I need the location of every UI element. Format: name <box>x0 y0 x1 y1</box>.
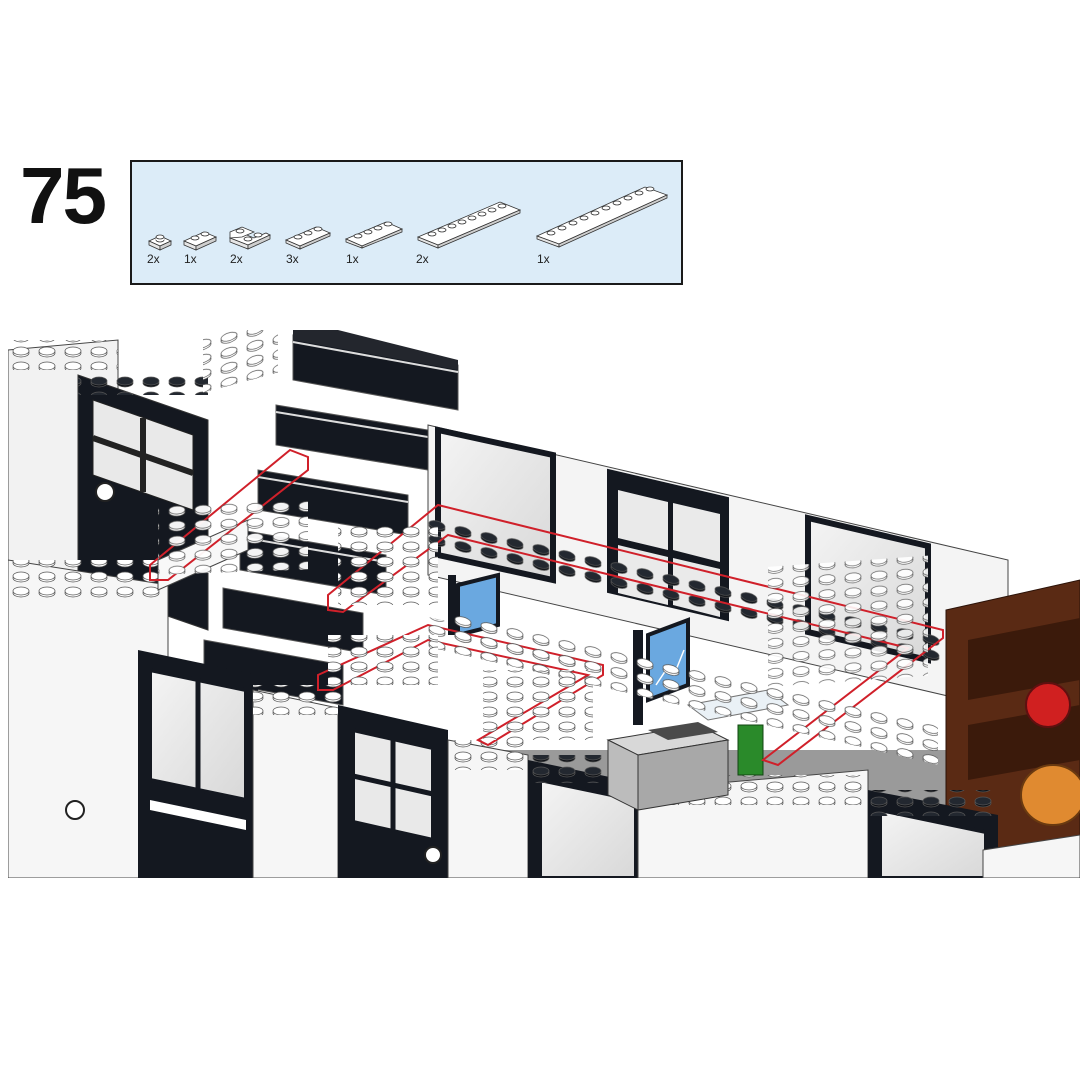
part-qty: 1x <box>537 252 550 266</box>
part-qty: 2x <box>147 252 160 266</box>
parts-list-panel: 2x 1x 2x <box>130 160 683 285</box>
new-plate-studs <box>158 499 938 765</box>
part-qty: 1x <box>346 252 359 266</box>
part-qty: 2x <box>416 252 429 266</box>
part-qty: 1x <box>184 252 197 266</box>
plate-1x2-icon <box>182 228 218 252</box>
plate-1x4-icon <box>344 217 404 249</box>
plate-1x3-icon <box>284 222 332 250</box>
building-model-illustration <box>8 330 1080 878</box>
plate-1x8-icon <box>416 197 522 249</box>
plate-corner-icon <box>228 222 272 252</box>
part-qty: 3x <box>286 252 299 266</box>
part-qty: 2x <box>230 252 243 266</box>
assembly-scene <box>8 330 1080 878</box>
plate-1x10-icon <box>535 182 669 248</box>
step-number: 75 <box>20 151 107 240</box>
plate-1x1-icon <box>147 232 173 252</box>
